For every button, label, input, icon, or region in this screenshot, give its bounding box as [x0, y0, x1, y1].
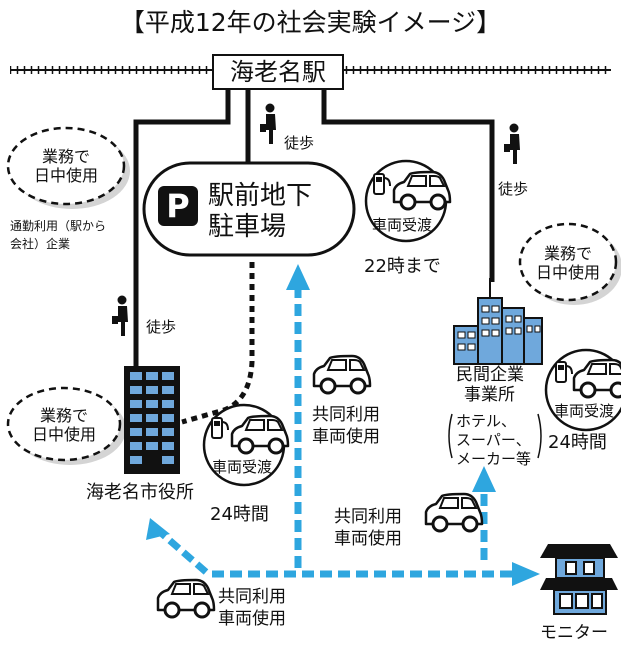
walker-icon: [112, 295, 128, 336]
commute-note-line1: 通勤利用（駅から: [10, 219, 107, 233]
company-hours: 24時間: [548, 432, 607, 453]
station-label: 海老名駅: [212, 54, 344, 90]
parking-letter: P: [166, 187, 190, 225]
parking-box: [142, 161, 356, 257]
company-example-1: ホテル、: [456, 412, 517, 430]
company-name-line2: 事業所: [464, 385, 515, 405]
shared-use-line2: 車両使用: [218, 609, 286, 629]
city-hall-hours: 24時間: [210, 504, 269, 525]
bubble-left-text: 業務で日中使用: [18, 406, 110, 444]
parking-hours: 22時まで: [364, 256, 441, 277]
walk-label-station: 徒歩: [284, 134, 315, 152]
shared-use-label-bottom: 共同利用車両使用: [218, 586, 286, 630]
shared-use-line1: 共同利用: [312, 405, 380, 425]
company-example-3: メーカー等: [456, 450, 532, 468]
shared-use-line2: 車両使用: [334, 529, 402, 549]
shared-use-label-mid: 共同利用車両使用: [312, 404, 380, 448]
walk-label-company: 徒歩: [498, 180, 529, 198]
walk-route-company: [321, 90, 495, 282]
walker-icon: [504, 123, 520, 164]
bubble-line1: 業務で: [39, 406, 88, 425]
bubble-line1: 業務で: [41, 147, 90, 166]
bubble-topleft-text: 業務で日中使用: [20, 147, 112, 185]
parking-name-line1: 駅前地下: [208, 181, 313, 211]
walk-label-cityhall: 徒歩: [146, 318, 177, 336]
bubble-right-text: 業務で日中使用: [522, 244, 614, 282]
shared-car-icon: [424, 492, 484, 533]
bubble-line2: 日中使用: [33, 166, 98, 185]
company-name-line1: 民間企業: [456, 365, 524, 385]
bubble-line2: 日中使用: [535, 263, 600, 282]
shared-use-line2: 車両使用: [312, 427, 380, 447]
commute-note-line2: 会社）企業: [10, 237, 71, 251]
bubble-topleft: [6, 126, 130, 209]
page-title: 【平成12年の社会実験イメージ】: [119, 8, 502, 37]
bubble-line2: 日中使用: [31, 425, 96, 444]
shared-use-line1: 共同利用: [218, 587, 286, 607]
bubble-right: [518, 222, 621, 305]
company-example-2: スーパー、: [456, 431, 531, 449]
city-hall-handover-label: 車両受渡: [212, 458, 273, 476]
company-buildings-icon: [453, 278, 543, 365]
parking-name-line2: 駐車場: [208, 212, 287, 242]
underground-link: [181, 262, 255, 425]
parking-handover-label: 車両受渡: [372, 216, 433, 234]
company-handover-label: 車両受渡: [554, 402, 615, 420]
monitor-house-icon: [540, 544, 618, 615]
bubble-line1: 業務で: [543, 244, 592, 263]
city-hall-name: 海老名市役所: [86, 482, 194, 503]
walk-route-cityhall: [133, 90, 231, 366]
parking-sign: [158, 186, 198, 226]
city-hall-building-icon: [124, 366, 180, 474]
shared-use-line1: 共同利用: [334, 507, 402, 527]
walker-icon: [260, 103, 276, 144]
shared-car-icon: [312, 354, 372, 395]
shared-car-routes: [157, 286, 514, 578]
bubble-left: [6, 386, 126, 465]
shared-use-label-right: 共同利用車両使用: [334, 506, 402, 550]
arrow-heads: [146, 264, 540, 586]
shared-car-icon: [156, 578, 216, 619]
monitor-label: モニター: [540, 623, 608, 643]
